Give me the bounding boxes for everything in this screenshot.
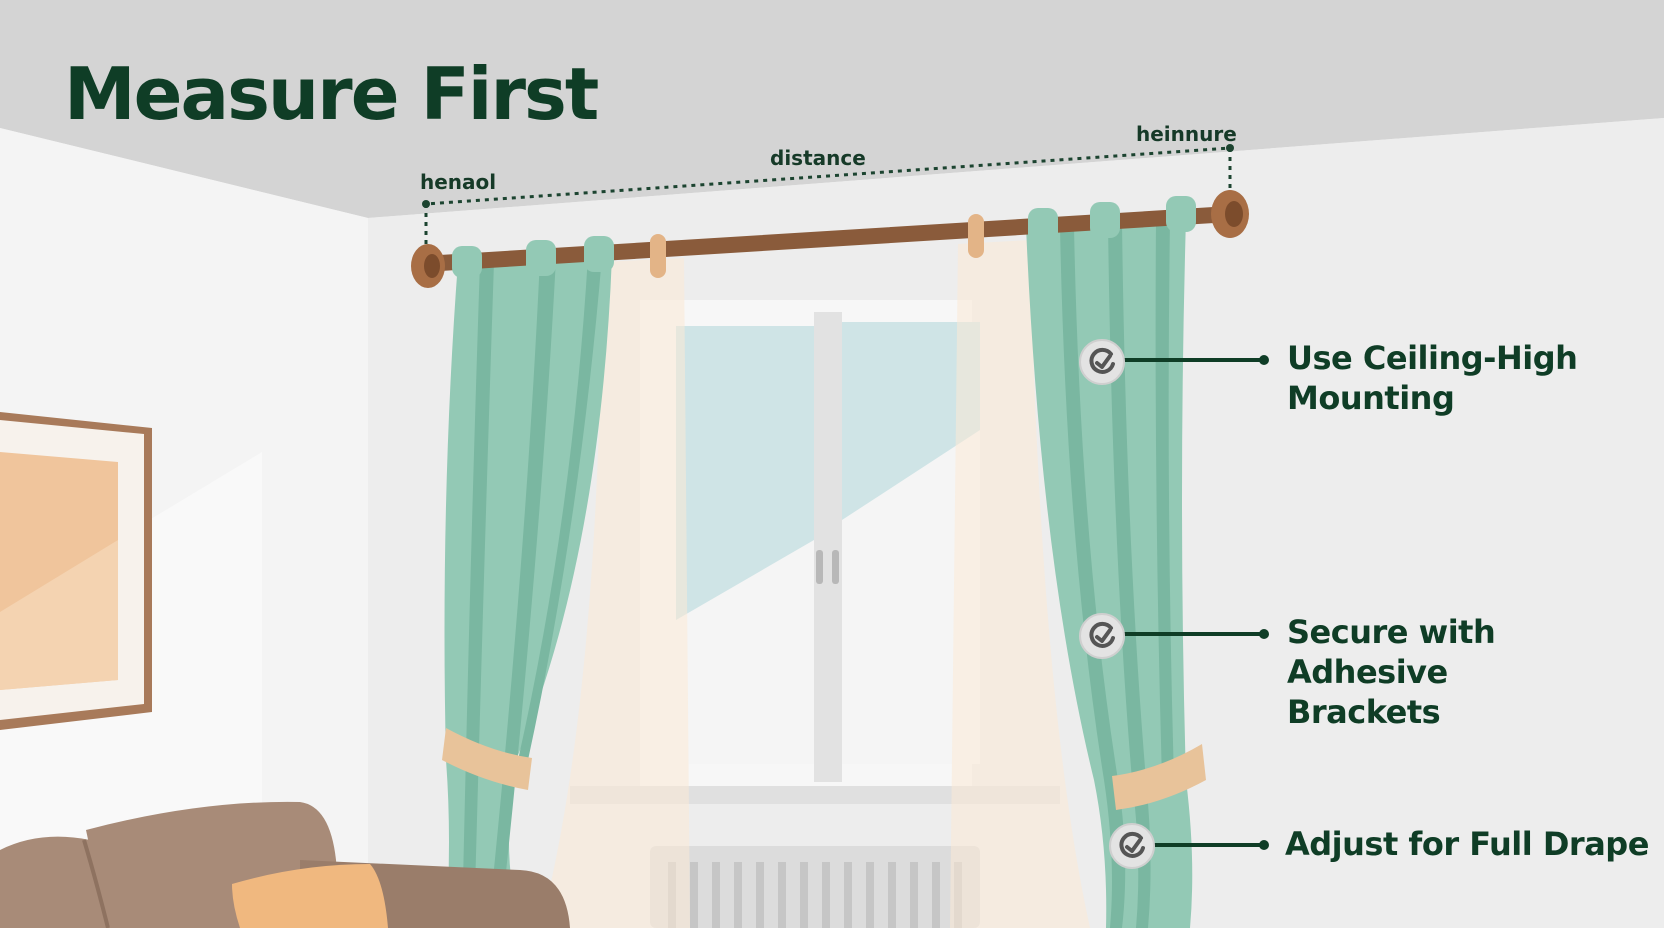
- tip-full-drape: Adjust for Full Drape: [1285, 824, 1655, 864]
- measurement-label-middle: distance: [770, 146, 866, 170]
- curtain-tabs: [452, 196, 1196, 278]
- tip-line: Adjust for Full Drape: [1285, 825, 1649, 863]
- check-badge-icon: [1079, 339, 1125, 385]
- ceiling: [0, 0, 1664, 218]
- tip-line: Use Ceiling-High: [1287, 339, 1578, 377]
- tip-line: Brackets: [1287, 693, 1441, 731]
- check-badge-icon: [1079, 613, 1125, 659]
- sheer-curtains: [540, 240, 1090, 928]
- tip-line: Secure with Adhesive: [1287, 613, 1496, 691]
- right-curtain: [1026, 218, 1206, 928]
- window: [570, 300, 1060, 804]
- left-curtain: [442, 256, 612, 928]
- tip-line: Mounting: [1287, 379, 1455, 417]
- check-badge-icon: [1109, 823, 1155, 869]
- tip-connectors: [1120, 358, 1262, 847]
- measurement-label-right: heinnure: [1136, 122, 1237, 146]
- measurement-label-left: henaol: [420, 170, 497, 194]
- tip-ceiling-high-mounting: Use Ceiling-High Mounting: [1287, 338, 1647, 418]
- sofa: [0, 801, 570, 928]
- radiator: [650, 846, 980, 928]
- measurement-line: [424, 146, 1232, 244]
- page-title: Measure First: [64, 52, 599, 136]
- tip-adhesive-brackets: Secure with Adhesive Brackets: [1287, 612, 1657, 732]
- wall-picture-frame: [0, 412, 152, 730]
